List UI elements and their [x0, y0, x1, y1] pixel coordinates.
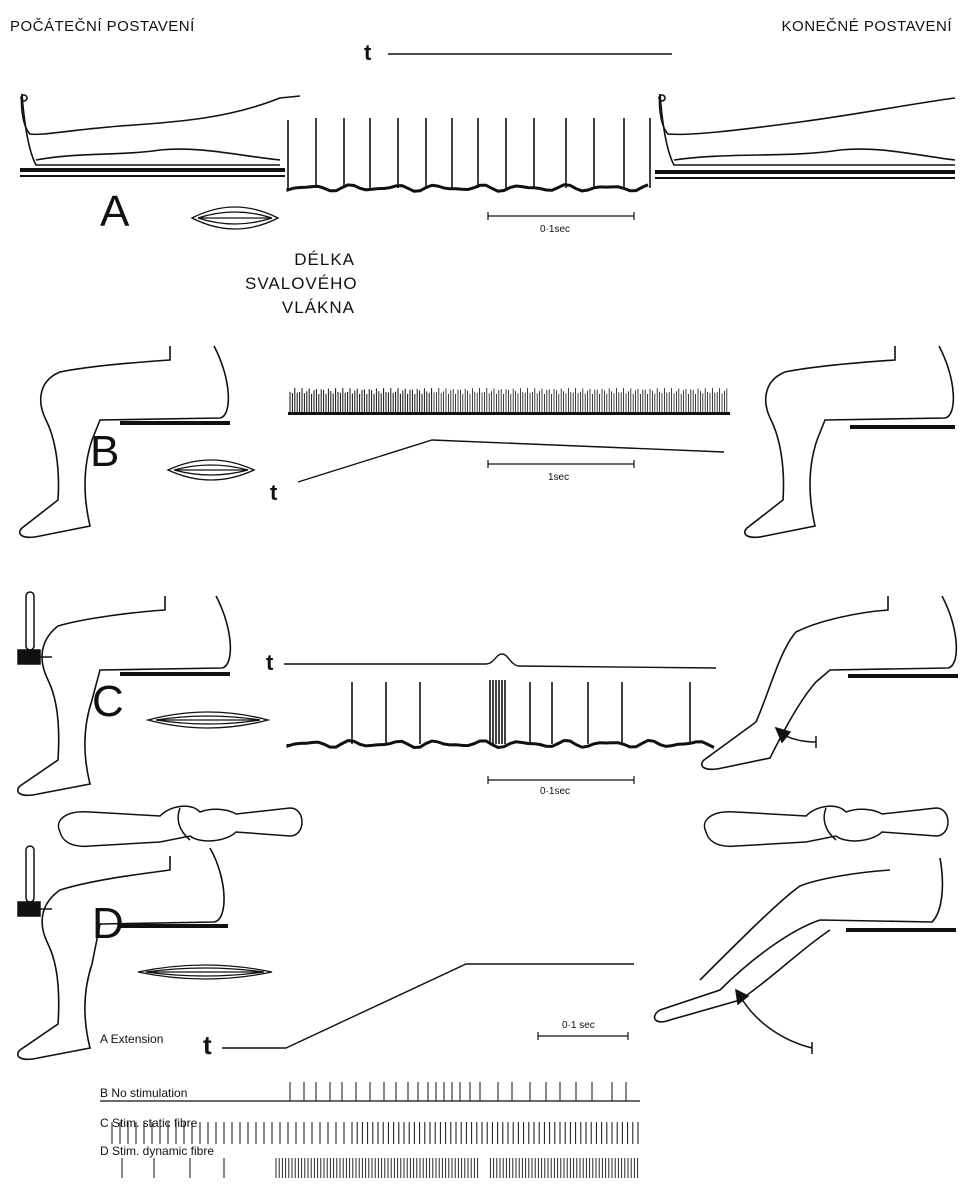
trace-no-stimulation [100, 1082, 640, 1101]
seat-initial-d [120, 924, 228, 928]
reflex-hammer-d [18, 846, 52, 916]
leg-lying-final [659, 94, 955, 165]
leg-seated-initial-d [18, 848, 224, 1059]
trace-dynamic-fibre [122, 1158, 638, 1178]
scale-bar-b [488, 460, 634, 468]
baseline-b [288, 412, 730, 415]
couch-initial-a [20, 168, 285, 172]
seat-final-b [850, 425, 955, 429]
leg-lying-initial [21, 94, 300, 165]
leg-seated-initial-c [18, 596, 231, 795]
muscle-fibre-c [148, 712, 268, 728]
arrow-d [736, 990, 812, 1054]
spike-train-c [288, 680, 714, 748]
spike-train-b [290, 388, 727, 412]
leg-seated-final-b [745, 346, 954, 537]
stretch-trace-b [298, 440, 724, 482]
arrow-c [776, 728, 816, 748]
time-line-c [284, 654, 716, 668]
hands-final-d [704, 806, 948, 846]
couch-final-a-2 [655, 177, 955, 179]
muscle-fibre-a [192, 207, 278, 229]
couch-final-a [655, 170, 955, 174]
scale-bar-d [538, 1032, 628, 1040]
seat-initial-b [120, 421, 230, 425]
seat-initial-c [120, 672, 230, 676]
spike-train-a [288, 118, 650, 191]
reflex-hammer-c [18, 592, 52, 664]
muscle-fibre-b [168, 460, 254, 480]
trace-static-fibre [112, 1122, 638, 1144]
hands-initial-d [58, 806, 302, 846]
scale-bar-c [488, 776, 634, 784]
seat-final-c [848, 674, 958, 678]
muscle-fibre-d [138, 965, 272, 979]
seat-final-d [846, 928, 956, 932]
couch-initial-a-2 [20, 175, 285, 177]
leg-seated-initial-b [20, 346, 229, 537]
scale-bar-a [488, 212, 634, 220]
leg-seated-final-d [655, 858, 943, 1022]
leg-seated-final-c [702, 596, 957, 769]
